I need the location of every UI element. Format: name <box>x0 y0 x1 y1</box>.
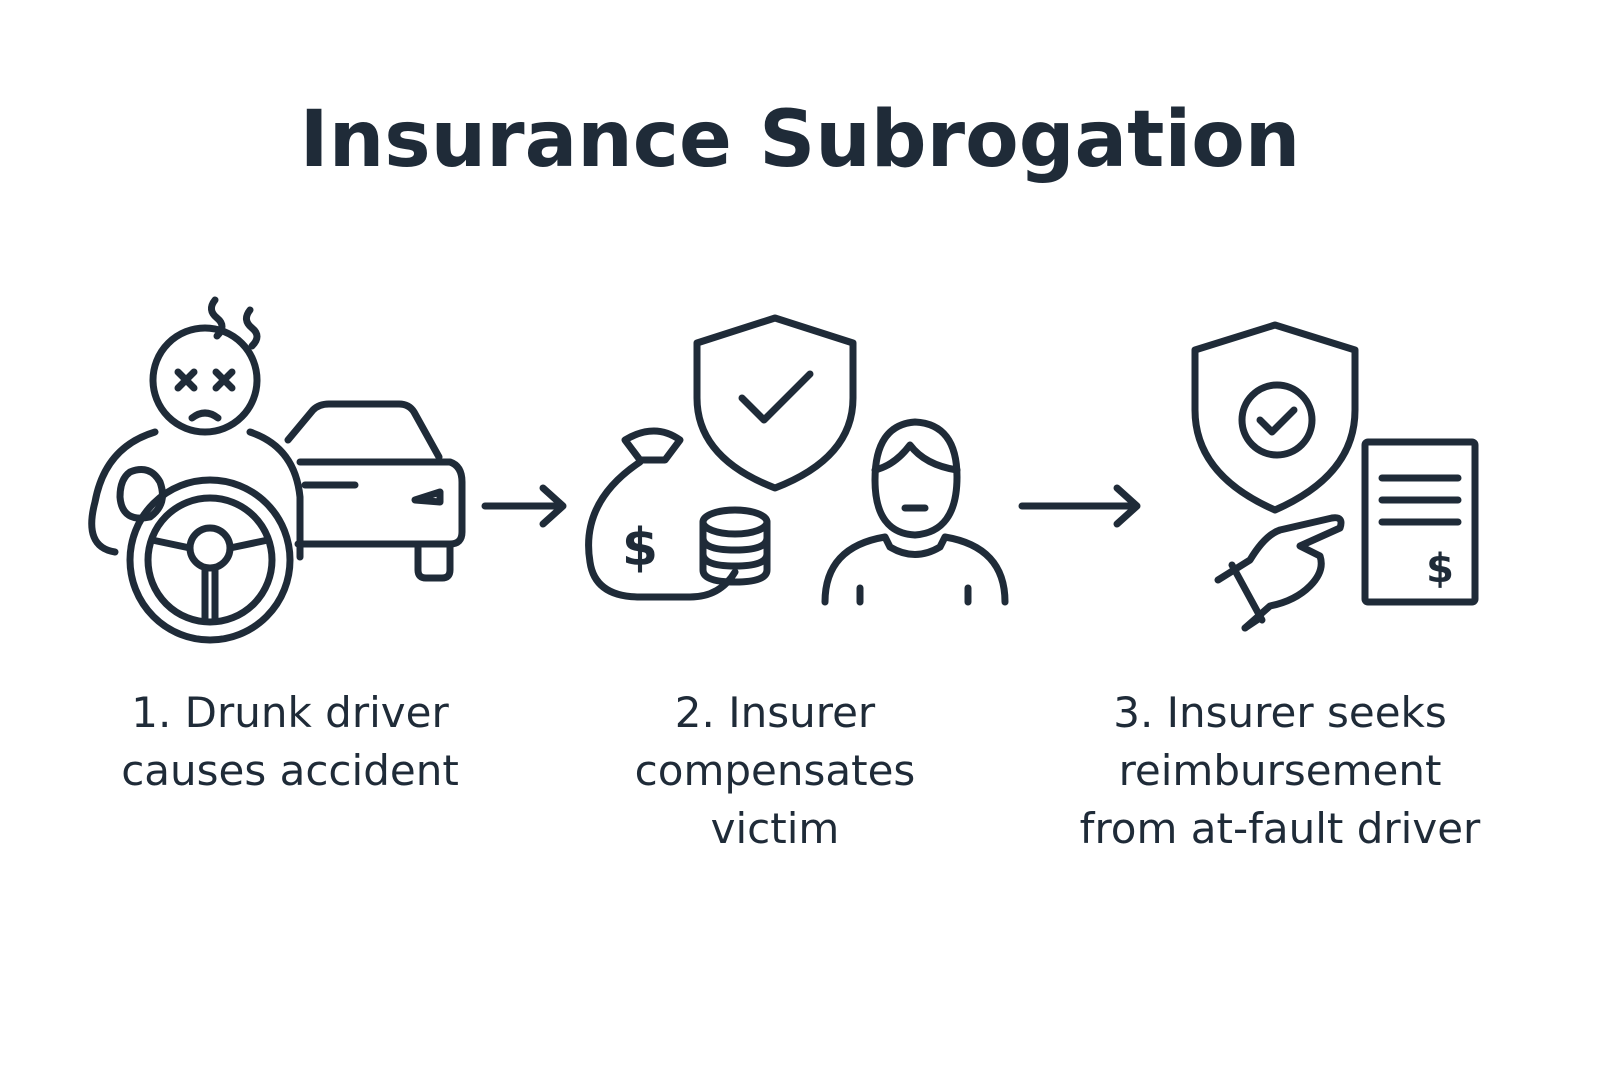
shield-check-circle-icon <box>1191 321 1359 514</box>
pointing-hand-icon <box>1214 514 1345 632</box>
step-3-label: 3. Insurer seeks reimbursement from at-f… <box>1079 688 1481 853</box>
coin-stack-icon <box>699 506 771 586</box>
car-icon <box>284 400 466 582</box>
svg-text:$: $ <box>622 518 658 578</box>
step-1-label: 1. Drunk driver causes accident <box>121 688 459 795</box>
arrow-right-icon <box>1018 484 1141 528</box>
arrow-right-icon <box>481 484 567 528</box>
victim-person-icon <box>821 418 1009 606</box>
invoice-document-icon: $ <box>1361 438 1479 606</box>
svg-text:$: $ <box>1426 546 1454 592</box>
drunk-driver-icon <box>88 296 304 644</box>
shield-check-icon <box>693 314 857 492</box>
money-bag-icon: $ <box>585 427 739 601</box>
step-2-label: 2. Insurer compensates victim <box>634 688 916 853</box>
page-title: Insurance Subrogation <box>299 95 1301 185</box>
